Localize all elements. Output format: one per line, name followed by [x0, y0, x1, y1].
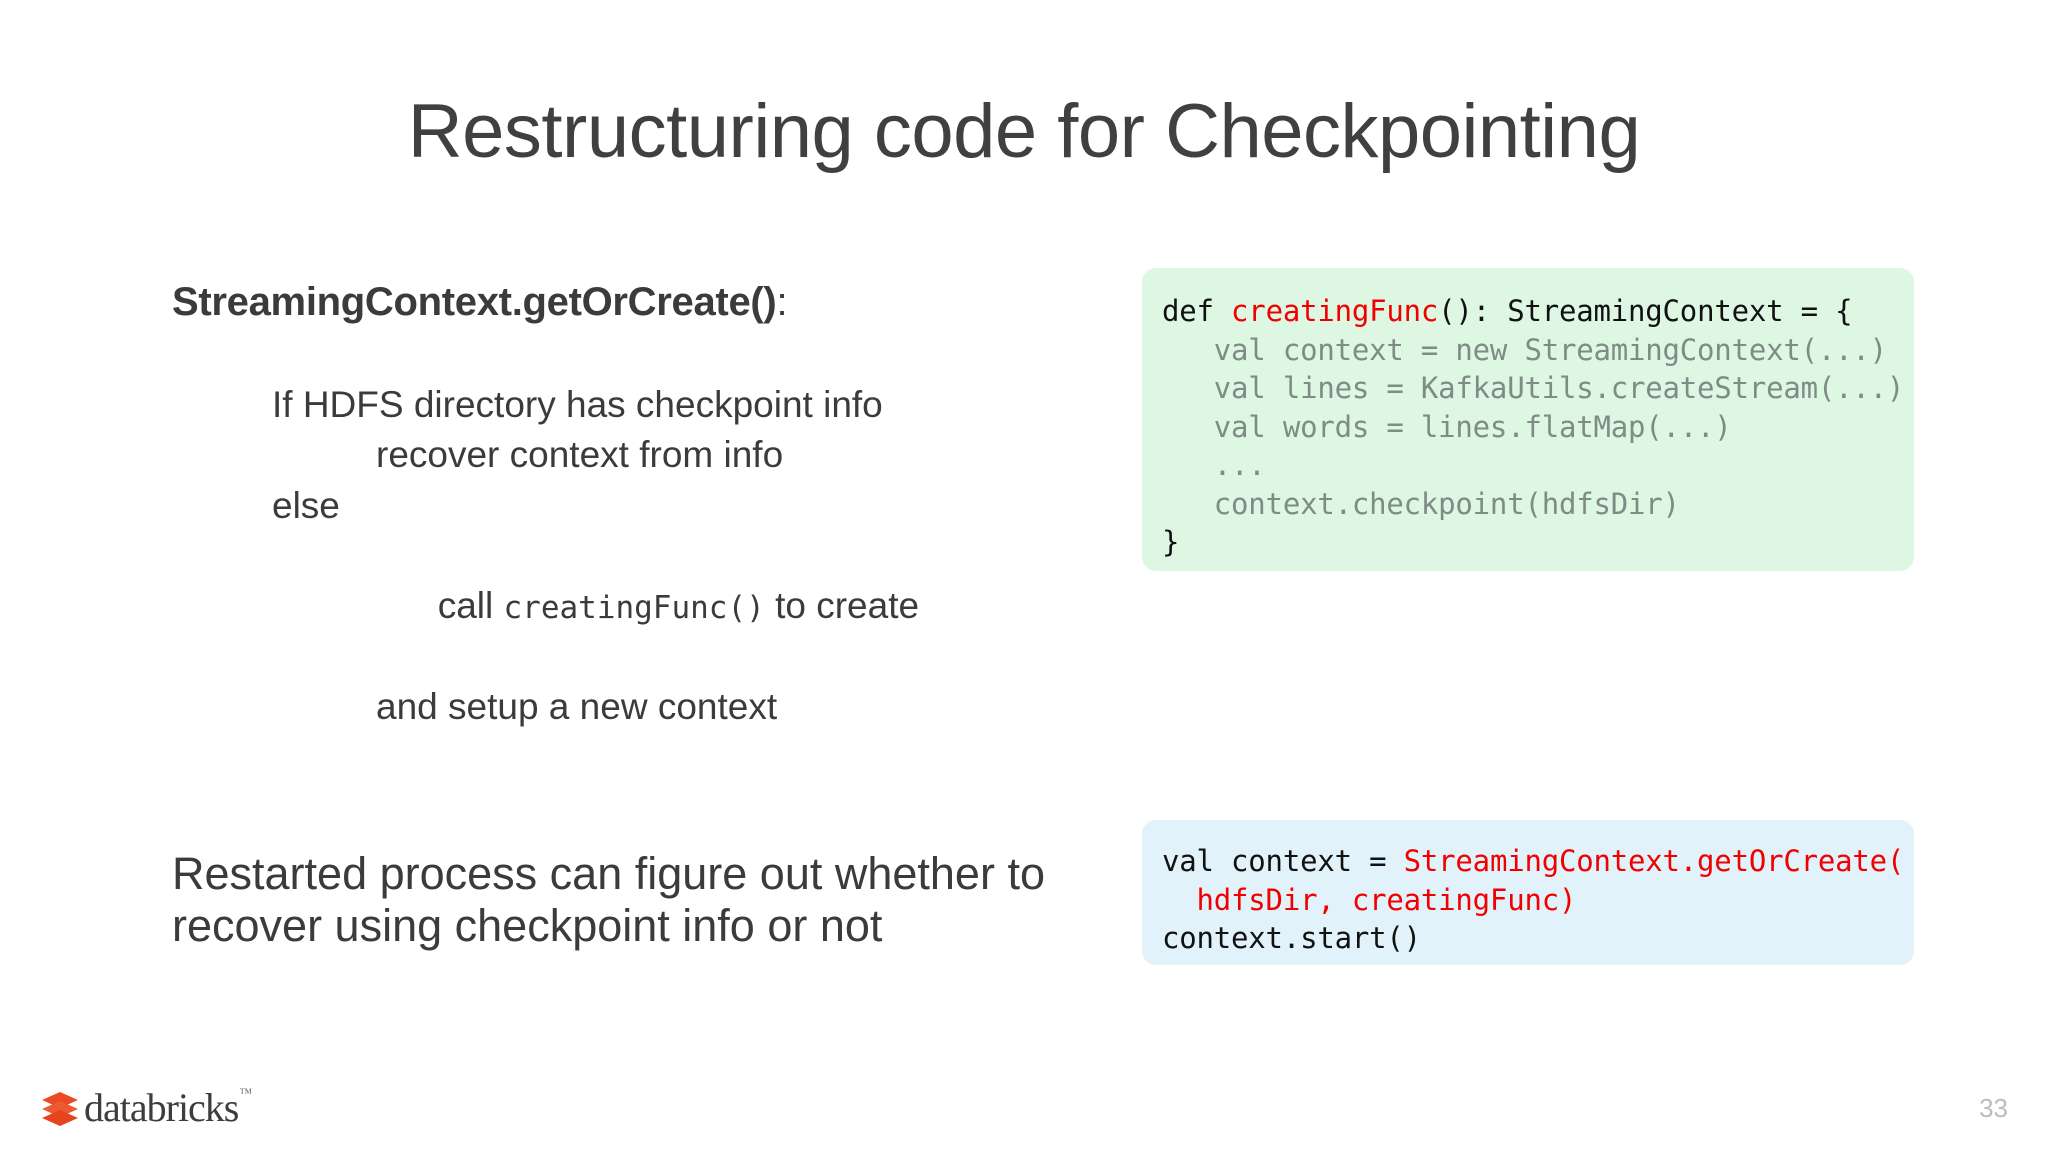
code-token-plain: } — [1162, 525, 1180, 560]
pseudocode-line-call: call creatingFunc() to create — [172, 531, 1112, 682]
pseudocode-call-prefix: call — [437, 585, 504, 627]
databricks-wordmark-text: databricks — [84, 1085, 239, 1130]
code-line: val context = new StreamingContext(...) — [1162, 331, 1896, 370]
databricks-wordmark: databricks™ — [84, 1084, 252, 1130]
code-token-plain: context.start() — [1162, 921, 1421, 956]
code-line: ... — [1162, 446, 1896, 485]
code-token-gray: val context = new StreamingContext(...) — [1162, 332, 1887, 367]
code-line: def creatingFunc(): StreamingContext = { — [1162, 292, 1896, 331]
page-title: Restructuring code for Checkpointing — [407, 89, 1641, 174]
code-line: context.checkpoint(hdfsDir) — [1162, 485, 1896, 524]
closing-paragraph: Restarted process can figure out whether… — [172, 848, 1045, 952]
pseudocode-call-suffix: to create — [764, 585, 920, 627]
pseudocode-line-if: If HDFS directory has checkpoint info — [272, 384, 883, 425]
code-token-plain: (): StreamingContext = { — [1438, 294, 1853, 328]
getorcreate-heading: StreamingContext.getOrCreate(): — [172, 280, 1112, 324]
pseudocode-line-setup: and setup a new context — [376, 685, 778, 727]
code-token-plain: def — [1162, 294, 1232, 328]
databricks-logo: databricks™ — [40, 1084, 252, 1132]
left-content-column: StreamingContext.getOrCreate(): If HDFS … — [172, 280, 1112, 732]
code-token-red: hdfsDir, creatingFunc) — [1162, 882, 1577, 917]
code-line: } — [1162, 523, 1896, 562]
code-token-gray: val lines = KafkaUtils.createStream(...) — [1162, 371, 1905, 406]
code-block-get-or-create: val context = StreamingContext.getOrCrea… — [1142, 820, 1914, 965]
pseudocode-line-recover: recover context from info — [376, 434, 784, 476]
code-token-gray: val words = lines.flatMap(...) — [1162, 409, 1732, 444]
code-token-gray: context.checkpoint(hdfsDir) — [1162, 486, 1680, 521]
pseudocode-call-mono: creatingFunc() — [503, 590, 765, 627]
code-token-plain: val context = — [1162, 844, 1404, 878]
code-line: context.start() — [1162, 919, 1896, 958]
code-token-red: StreamingContext.getOrCreate( — [1403, 844, 1905, 878]
pseudocode-line-else: else — [272, 484, 340, 526]
getorcreate-heading-text: StreamingContext.getOrCreate() — [172, 280, 777, 324]
code-line: val context = StreamingContext.getOrCrea… — [1162, 842, 1904, 881]
code-block-creating-func: def creatingFunc(): StreamingContext = {… — [1142, 268, 1914, 571]
code-token-gray: ... — [1162, 448, 1266, 483]
getorcreate-heading-colon: : — [776, 280, 788, 324]
trademark-icon: ™ — [239, 1084, 252, 1100]
code-line: hdfsDir, creatingFunc) — [1162, 881, 1896, 920]
databricks-logo-icon — [42, 1092, 78, 1126]
code-line: val words = lines.flatMap(...) — [1162, 408, 1896, 447]
page-number: 33 — [1979, 1093, 2008, 1123]
code-line: val lines = KafkaUtils.createStream(...) — [1162, 369, 1905, 408]
pseudocode-block: If HDFS directory has checkpoint info re… — [172, 380, 1112, 732]
code-token-red: creatingFunc — [1231, 294, 1439, 328]
